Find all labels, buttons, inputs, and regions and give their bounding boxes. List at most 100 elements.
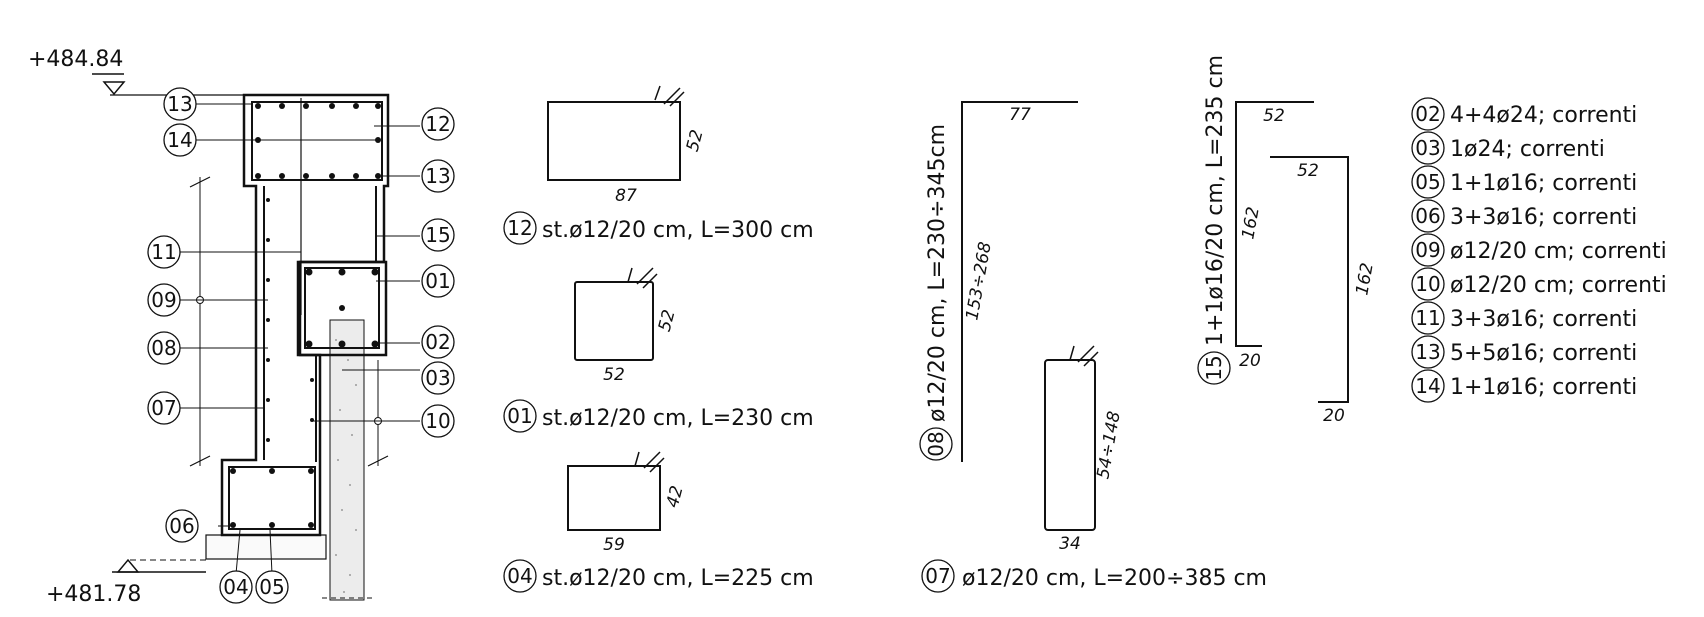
bubble-09: 09 [147, 283, 181, 317]
legend-mark: 13 [1415, 340, 1440, 364]
bar-08-leg-length: 153÷268 [962, 240, 995, 322]
bar-08-mark: 08 [924, 431, 948, 456]
legend-row: 09 ø12/20 cm; correnti [1411, 233, 1667, 267]
bubble-11: 11 [147, 235, 181, 269]
bubble-02-label: 02 [425, 330, 450, 354]
bubble-12-label: 12 [425, 112, 450, 136]
bubble-04: 04 [219, 570, 253, 604]
bar-15-top-a: 52 [1263, 106, 1285, 126]
legend-text: 4+4ø24; correnti [1450, 103, 1637, 128]
bubble-09-label: 09 [151, 288, 176, 312]
bubble-07: 07 [147, 391, 181, 425]
stirrup-12-width: 87 [615, 186, 637, 206]
stirrup-01-label: st.ø12/20 cm, L=230 cm [542, 406, 814, 431]
legend-text: 1ø24; correnti [1450, 137, 1605, 162]
beam-outline [296, 260, 388, 357]
legend-text: 3+3ø16; correnti [1450, 205, 1637, 230]
stirrup-12-mark: 12 [507, 216, 532, 240]
stirrup-07-08-section [263, 186, 377, 462]
bubble-05-label: 05 [259, 575, 284, 599]
elevation-top: +484.84 [28, 47, 123, 72]
bubble-01: 01 [421, 264, 455, 298]
bar-08-label: ø12/20 cm, L=230÷345cm [925, 124, 950, 422]
bubble-13a: 13 [163, 87, 197, 121]
bubble-06: 06 [165, 509, 199, 543]
stirrup-01-mark: 01 [507, 404, 532, 428]
bar-07-mark: 07 [925, 564, 950, 588]
bubble-07-label: 07 [151, 396, 176, 420]
bubble-02: 02 [421, 325, 455, 359]
bar-15-detail: 52 52 162 162 20 20 15 1+1ø16/20 cm, L=2… [1197, 55, 1378, 426]
bar-07-height: 54÷148 [1093, 410, 1125, 481]
section-view: +484.84 +481.78 [28, 47, 455, 607]
legend-text: 3+3ø16; correnti [1450, 307, 1637, 332]
leader-lines [180, 103, 420, 575]
legend-row: 13 5+5ø16; correnti [1411, 335, 1637, 369]
bubble-04-label: 04 [223, 575, 248, 599]
soil-hatch [335, 339, 357, 593]
legend-mark: 10 [1415, 272, 1440, 296]
legend-mark: 14 [1415, 374, 1440, 398]
bar-08-top-length: 77 [1009, 105, 1031, 125]
bubble-12: 12 [421, 107, 455, 141]
stirrup-04-height: 42 [663, 484, 688, 510]
bubble-15-label: 15 [425, 223, 450, 247]
stirrup-04-mark: 04 [507, 564, 532, 588]
stirrup-01-height: 52 [655, 308, 680, 334]
elevation-bottom: +481.78 [46, 582, 141, 607]
legend-text: ø12/20 cm; correnti [1450, 239, 1667, 264]
stirrup-12-height: 52 [683, 128, 708, 154]
bubble-03-label: 03 [425, 366, 450, 390]
foundation-step [205, 534, 327, 560]
stirrup-04-detail: 59 42 04 st.ø12/20 cm, L=225 cm [503, 451, 814, 593]
bubble-13b-label: 13 [425, 164, 450, 188]
bubble-13a-label: 13 [167, 92, 192, 116]
legend-text: ø12/20 cm; correnti [1450, 273, 1667, 298]
legend-text: 1+1ø16; correnti [1450, 375, 1637, 400]
legend-row: 02 4+4ø24; correnti [1411, 97, 1637, 131]
legend-mark: 03 [1415, 136, 1440, 160]
bubble-03: 03 [421, 361, 455, 395]
bar-legend: 02 4+4ø24; correnti 03 1ø24; correnti 05… [1411, 97, 1667, 403]
bubble-06-label: 06 [169, 514, 194, 538]
elevation-bottom-symbol [112, 558, 206, 573]
legend-row: 06 3+3ø16; correnti [1411, 199, 1637, 233]
legend-row: 14 1+1ø16; correnti [1411, 369, 1637, 403]
bubble-05: 05 [255, 570, 289, 604]
bubble-15: 15 [421, 218, 455, 252]
legend-text: 1+1ø16; correnti [1450, 171, 1637, 196]
bubble-14-label: 14 [167, 128, 192, 152]
bar-07-label: ø12/20 cm, L=200÷385 cm [962, 566, 1267, 591]
bubble-14: 14 [163, 123, 197, 157]
bar-15-mark: 15 [1202, 355, 1226, 380]
legend-row: 10 ø12/20 cm; correnti [1411, 267, 1667, 301]
stirrup-12-detail: 87 52 12 st.ø12/20 cm, L=300 cm [503, 85, 814, 245]
legend-mark: 11 [1415, 306, 1440, 330]
stirrup-04-section [228, 466, 316, 530]
stirrup-04-width: 59 [603, 535, 625, 555]
bubble-10: 10 [421, 404, 455, 438]
bubble-13b: 13 [421, 159, 455, 193]
bubble-01-label: 01 [425, 269, 450, 293]
bar-08-detail: 77 153÷268 08 ø12/20 cm, L=230÷345cm [919, 101, 1078, 462]
bubble-10-label: 10 [425, 409, 450, 433]
bar-15-label: 1+1ø16/20 cm, L=235 cm [1203, 55, 1228, 346]
stirrup-04-label: st.ø12/20 cm, L=225 cm [542, 566, 814, 591]
bar-15-top-b: 52 [1297, 161, 1319, 181]
legend-mark: 02 [1415, 102, 1440, 126]
legend-row: 11 3+3ø16; correnti [1411, 301, 1637, 335]
bubble-08-label: 08 [151, 336, 176, 360]
longitudinal-bars [230, 103, 381, 528]
stirrup-12-label: st.ø12/20 cm, L=300 cm [542, 218, 814, 243]
legend-mark: 06 [1415, 204, 1440, 228]
bar-15-foot-a: 20 [1239, 351, 1261, 371]
stirrup-01-width: 52 [603, 365, 625, 385]
stirrup-01-section [304, 267, 380, 349]
legend-row: 03 1ø24; correnti [1411, 131, 1605, 165]
stirrup-12-section [251, 101, 383, 181]
bar-07-width: 34 [1059, 534, 1081, 554]
soil-strip [329, 319, 365, 601]
bubble-08: 08 [147, 331, 181, 365]
